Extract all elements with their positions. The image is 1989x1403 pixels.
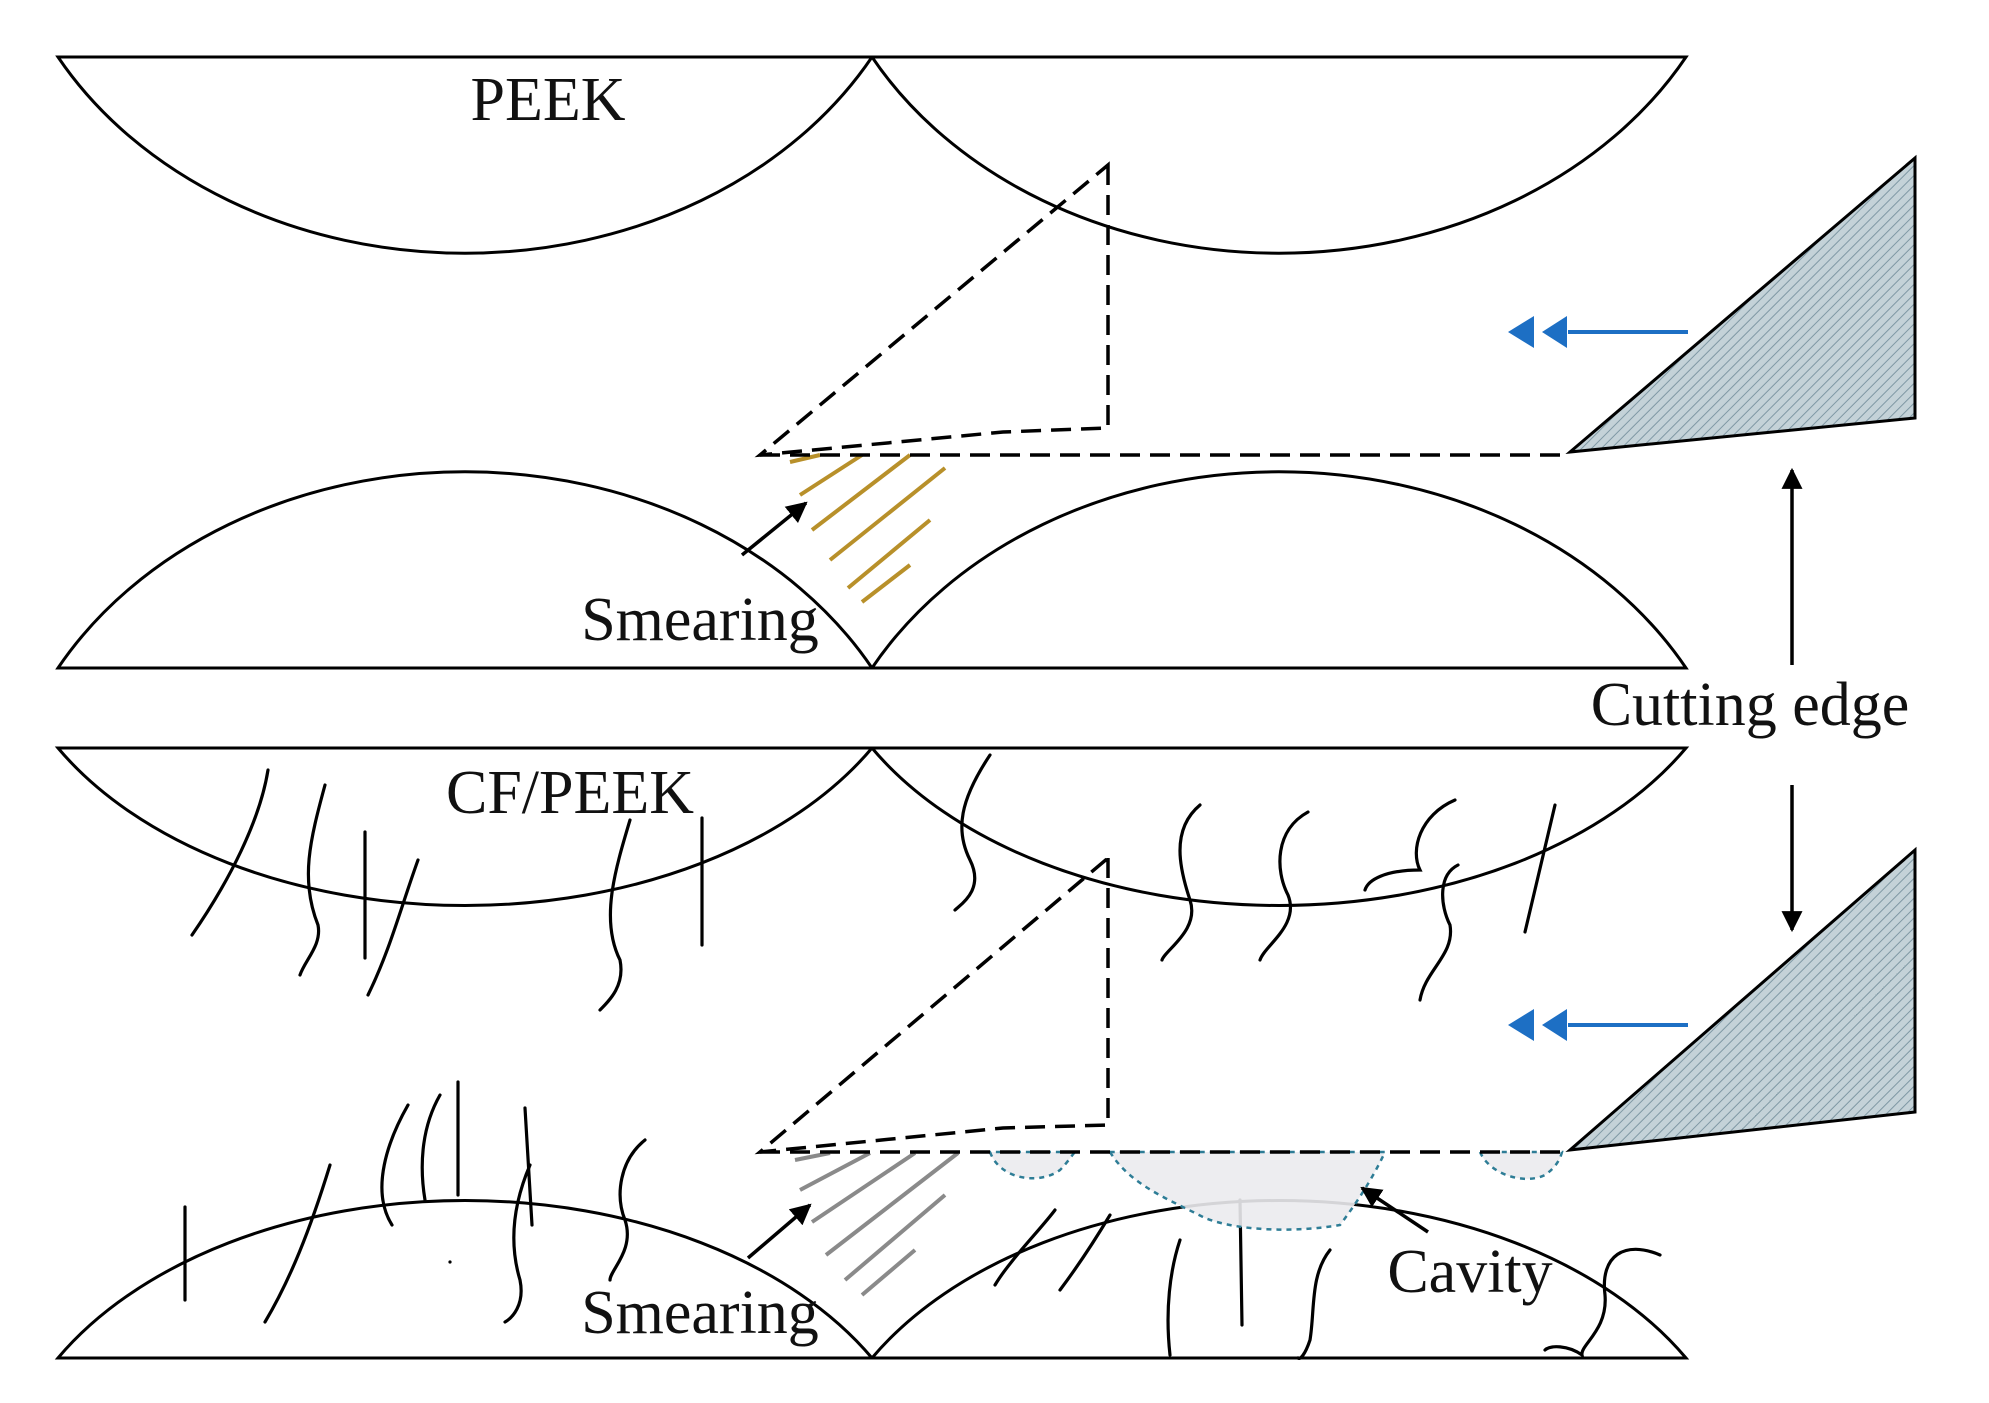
cutting-edge-annotation: Cutting edge bbox=[1591, 467, 1910, 933]
cfpeek-smearing-label: Smearing bbox=[581, 1279, 819, 1347]
cfpeek-cavity-label: Cavity bbox=[1387, 1238, 1552, 1306]
cfpeek-fibers-lower-left bbox=[183, 1080, 647, 1324]
cfpeek-cavities bbox=[988, 1150, 1564, 1231]
cfpeek-fibers-upper-right bbox=[953, 753, 1557, 1002]
cfpeek-label: CF/PEEK bbox=[446, 759, 694, 827]
cfpeek-feed-arrow-icon bbox=[1508, 1009, 1688, 1041]
peek-lower-left-particle bbox=[55, 470, 875, 670]
cfpeek-panel: CF/PEEK Smearing Cavity bbox=[54, 746, 1917, 1361]
cutting-edge-label: Cutting edge bbox=[1591, 671, 1910, 739]
peek-lower-right-particle bbox=[869, 470, 1689, 670]
cfpeek-tool-previous-position bbox=[754, 854, 1110, 1155]
peek-upper-left-particle bbox=[55, 55, 875, 255]
peek-upper-right-particle bbox=[869, 55, 1689, 255]
peek-feed-arrow-icon bbox=[1508, 316, 1688, 348]
peek-smearing-region bbox=[789, 453, 947, 604]
cfpeek-upper-right-particle bbox=[868, 746, 1690, 907]
cfpeek-smearing-pointer bbox=[746, 1203, 812, 1260]
peek-smearing-pointer bbox=[740, 501, 808, 557]
cfpeek-cavity-pointer bbox=[1360, 1186, 1429, 1234]
cfpeek-upper-left-particle bbox=[54, 746, 876, 907]
cfpeek-cutting-tool bbox=[1565, 846, 1917, 1153]
peek-cutting-tool bbox=[1565, 154, 1917, 454]
cfpeek-fibers-upper-left bbox=[190, 768, 704, 1012]
peek-label: PEEK bbox=[471, 66, 626, 134]
peek-panel: PEEK Smearing bbox=[55, 55, 1917, 670]
cfpeek-lower-left-particle bbox=[54, 1199, 876, 1360]
peek-smearing-label: Smearing bbox=[581, 586, 819, 654]
peek-tool-previous-position bbox=[754, 161, 1110, 458]
cfpeek-smearing-region bbox=[794, 1151, 960, 1297]
